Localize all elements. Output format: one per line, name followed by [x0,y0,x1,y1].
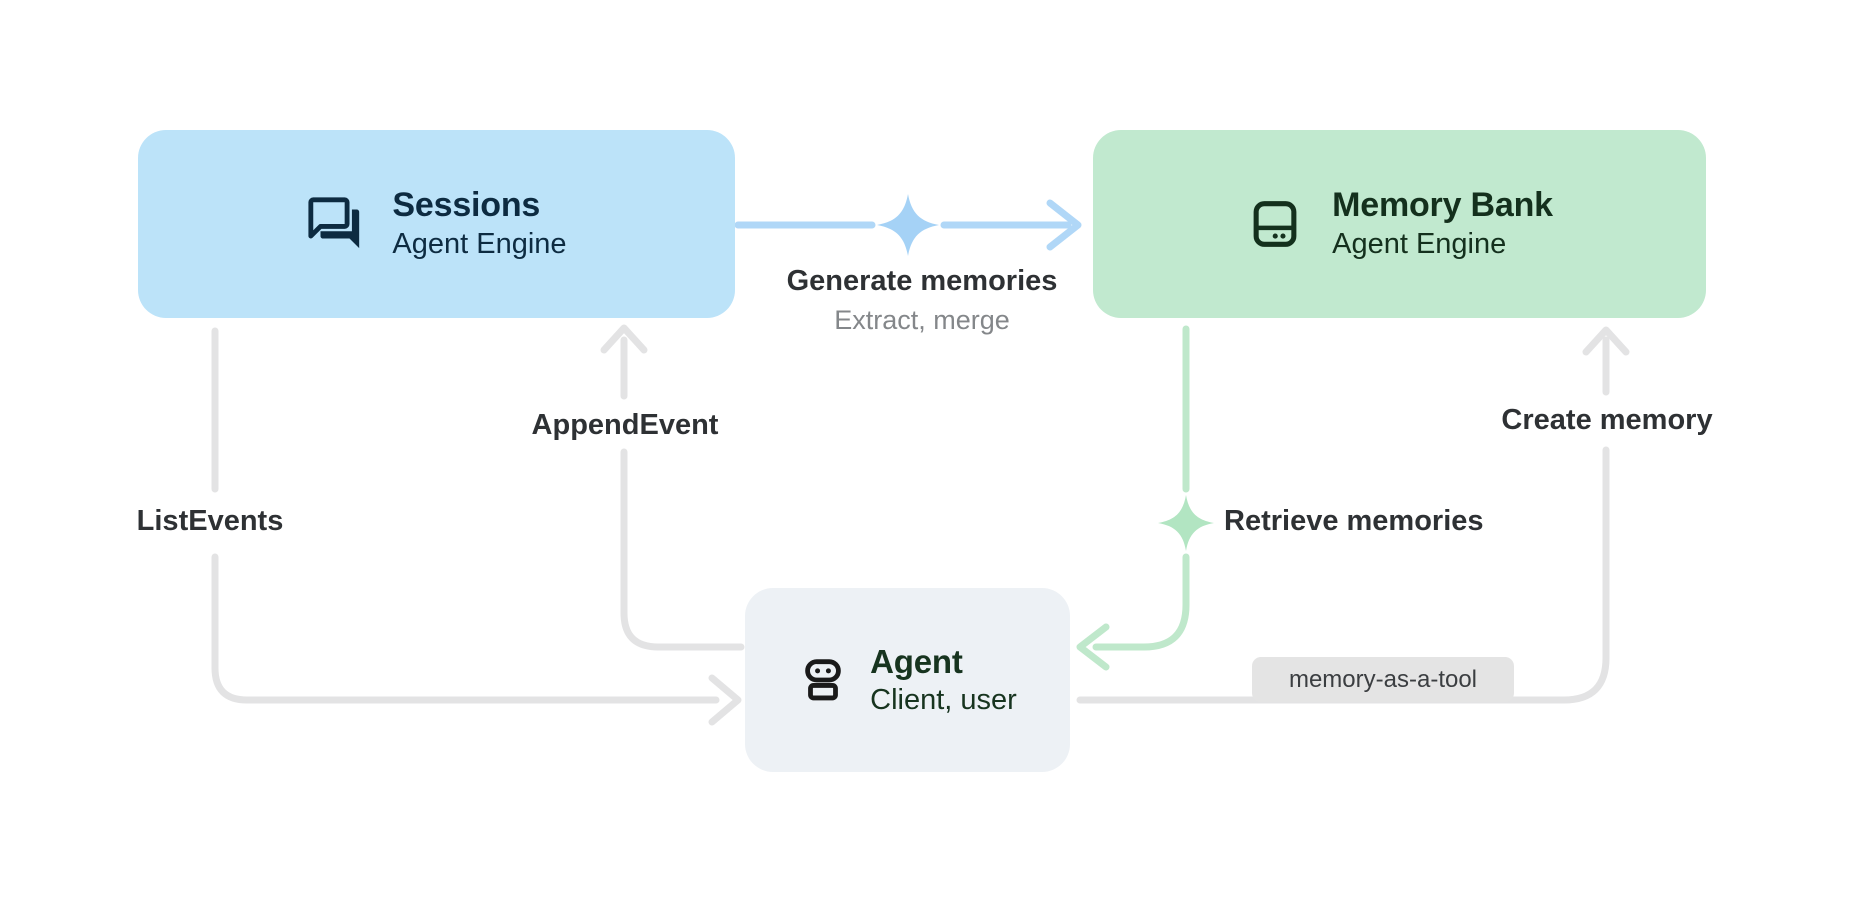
retrieve-memories-label: Retrieve memories [1224,505,1484,537]
agent-node: Agent Client, user [745,588,1070,772]
list-events-label: ListEvents [136,505,284,537]
node-title: Agent [870,643,963,681]
arrowhead-up-icon [600,324,648,354]
sparkle-icon [1158,495,1214,551]
node-title: Memory Bank [1332,186,1553,225]
edge-sublabel-text: Extract, merge [834,305,1010,335]
append-event-arrow [600,324,745,651]
arrowhead-left-icon [1076,623,1110,671]
edge-label-text: Generate memories [786,265,1058,297]
retrieve-memories-arrow [1076,325,1190,671]
memory-as-a-tool-badge: memory-as-a-tool [1252,657,1514,702]
create-memory-label: Create memory [1501,404,1713,436]
chat-forum-icon [306,195,364,253]
node-subtitle: Client, user [870,683,1017,716]
sparkle-icon [877,194,939,256]
list-events-arrow [211,327,742,726]
create-memory-arrow [1076,326,1630,704]
memory-storage-icon [1246,195,1304,253]
sessions-node: Sessions Agent Engine [138,130,735,318]
append-event-label: AppendEvent [531,409,719,441]
generate-memories-arrow [734,199,1082,251]
node-subtitle: Agent Engine [1332,228,1507,261]
generate-memories-label: Generate memories Extract, merge [787,265,1058,336]
arrowhead-right-icon [1046,199,1082,251]
arrowhead-up-icon [1582,326,1630,356]
node-title: Sessions [392,186,541,225]
robot-icon [798,655,848,705]
arrowhead-right-icon [708,674,742,726]
node-subtitle: Agent Engine [392,228,567,261]
memory-bank-node: Memory Bank Agent Engine [1093,130,1706,318]
